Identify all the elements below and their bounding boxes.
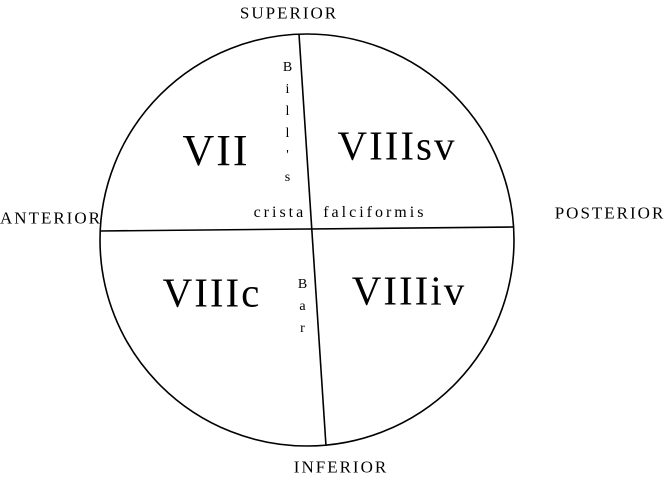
horizontal-divider-line	[99, 226, 515, 232]
landmark-label-bills-bar-lower: Bar	[295, 277, 310, 343]
landmark-label-bills-bar-upper: Bill's	[280, 60, 295, 192]
quadrant-label-posteroinferior-viiiiv: VIIIiv	[351, 267, 467, 314]
orientation-label-inferior: INFERIOR	[293, 457, 389, 477]
quadrant-label-anterosuperior-vii: VII	[182, 126, 250, 175]
quadrant-label-anteroinferior-viiic: VIIIc	[162, 269, 262, 316]
landmark-label-crista-falciformis: crista falciformis	[253, 204, 427, 221]
orientation-label-posterior: POSTERIOR	[554, 203, 666, 223]
vertical-divider-line	[298, 33, 327, 447]
quadrant-label-posterosuperior-viiisv: VIIIsv	[337, 122, 457, 169]
orientation-label-superior: SUPERIOR	[239, 3, 339, 23]
circle-outline	[99, 33, 515, 447]
orientation-label-anterior: ANTERIOR	[0, 208, 102, 228]
